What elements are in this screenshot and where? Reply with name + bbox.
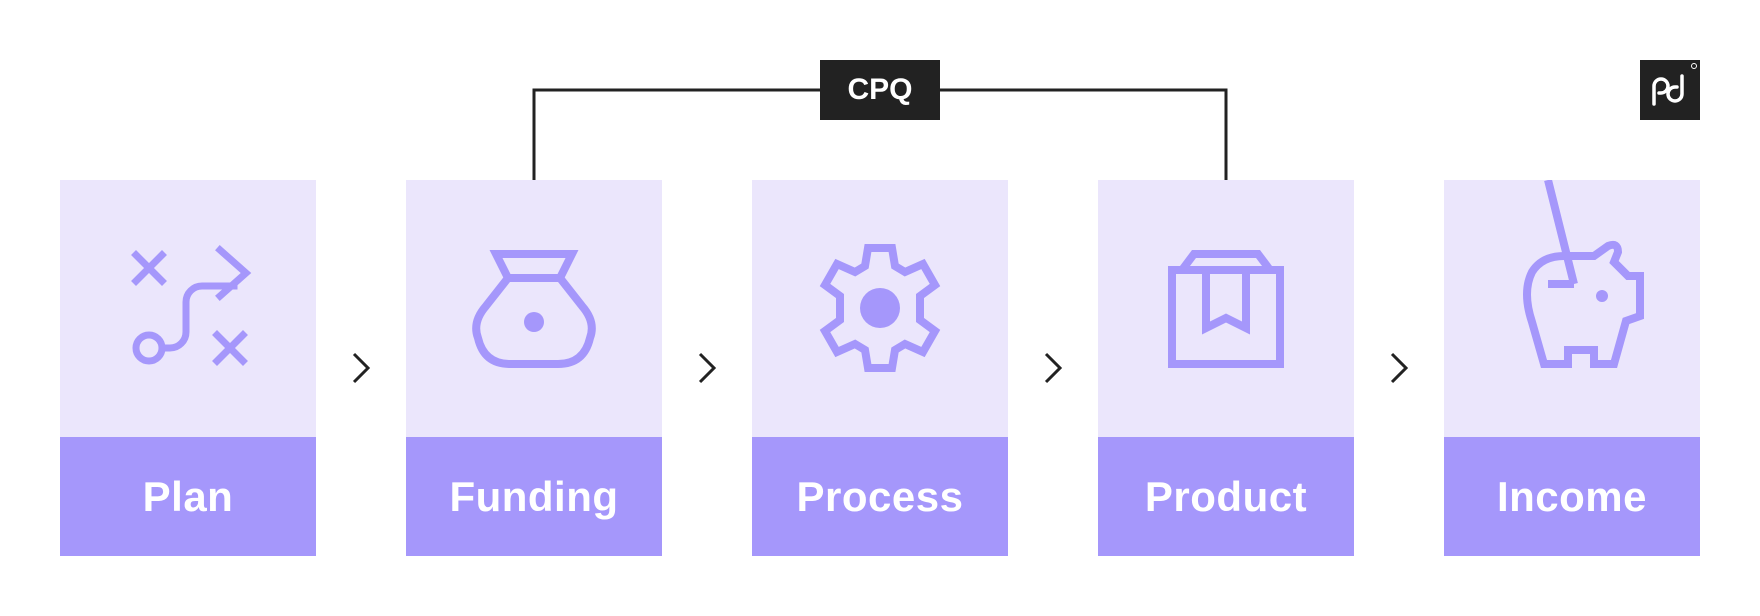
cpq-label-box: CPQ (820, 60, 940, 120)
piggy-bank-icon (1523, 180, 1644, 368)
step-label: Income (1496, 472, 1648, 520)
step-funding: Funding (406, 180, 662, 556)
step-product-label-panel: Product (1098, 437, 1354, 556)
step-income-label-panel: Income (1444, 437, 1700, 556)
step-process: Process (752, 180, 1008, 556)
step-label: Funding (449, 472, 619, 520)
pandadoc-logo-icon (1640, 60, 1700, 120)
box-icon (1168, 250, 1284, 368)
chevron-right-icon (1044, 352, 1063, 384)
step-plan: Plan (60, 180, 316, 556)
money-bag-icon (472, 250, 596, 368)
chevron-right-icon (352, 352, 371, 384)
strategy-plan-icon (131, 245, 252, 366)
gear-icon (819, 244, 941, 372)
step-funding-icon-panel (406, 180, 662, 437)
step-plan-icon-panel (60, 180, 316, 437)
step-product-icon-panel (1098, 180, 1354, 437)
step-label: Product (1144, 472, 1308, 520)
step-income-icon-panel (1444, 180, 1700, 437)
chevron-right-icon (698, 352, 717, 384)
step-funding-label-panel: Funding (406, 437, 662, 556)
step-label: Plan (142, 472, 234, 520)
step-income: Income (1444, 180, 1700, 556)
step-process-label-panel: Process (752, 437, 1008, 556)
step-label: Process (796, 472, 964, 520)
step-process-icon-panel (752, 180, 1008, 437)
step-product: Product (1098, 180, 1354, 556)
cpq-label: CPQ (847, 73, 913, 106)
chevron-right-icon (1390, 352, 1409, 384)
cpq-bracket (532, 88, 1228, 180)
step-plan-label-panel: Plan (60, 437, 316, 556)
